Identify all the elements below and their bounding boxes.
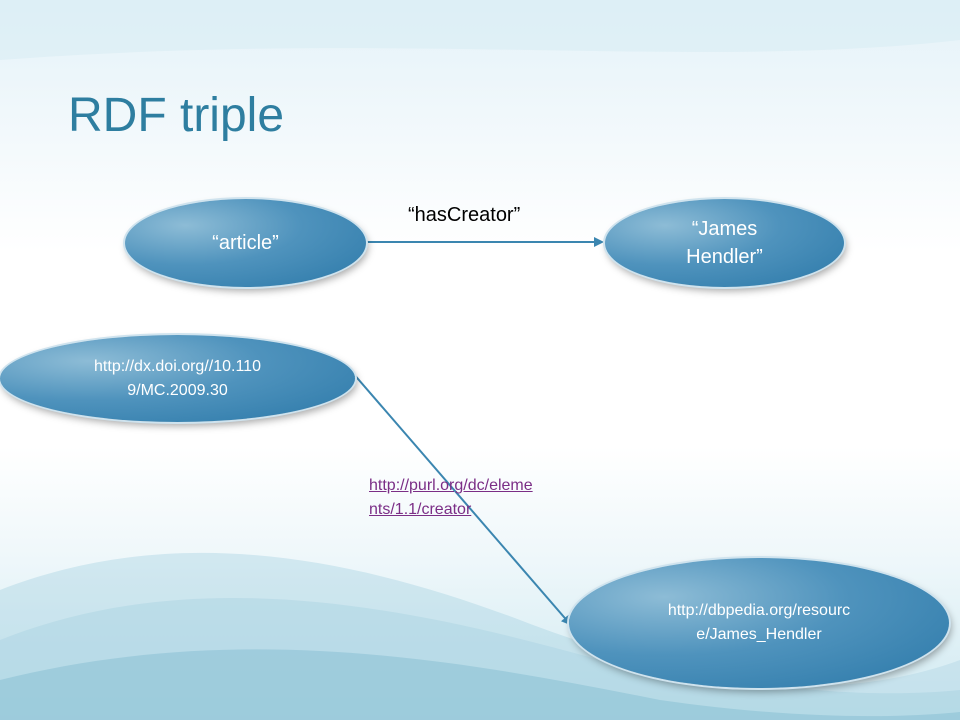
doi-uri-label: http://dx.doi.org//10.110 9/MC.2009.30 [94, 357, 261, 399]
subject-label: “article” [212, 231, 279, 254]
dbpedia-uri-label: http://dbpedia.org/resourc e/James_Hendl… [667, 602, 851, 643]
slide-title: RDF triple [68, 89, 285, 142]
creator-uri-arrow [351, 371, 572, 626]
predicate-link-dc-creator[interactable]: http://purl.org/dc/eleme nts/1.1/creator [369, 477, 533, 518]
predicate-label-hascreator: “hasCreator” [408, 204, 521, 226]
object-node-james-hendler: “James Hendler” [605, 199, 844, 287]
subject-node-article: “article” [125, 199, 366, 287]
object-label: “James Hendler” [686, 218, 763, 268]
subject-node-doi-uri: http://dx.doi.org//10.110 9/MC.2009.30 [0, 335, 355, 422]
object-node-dbpedia-uri: http://dbpedia.org/resourc e/James_Hendl… [569, 558, 949, 688]
